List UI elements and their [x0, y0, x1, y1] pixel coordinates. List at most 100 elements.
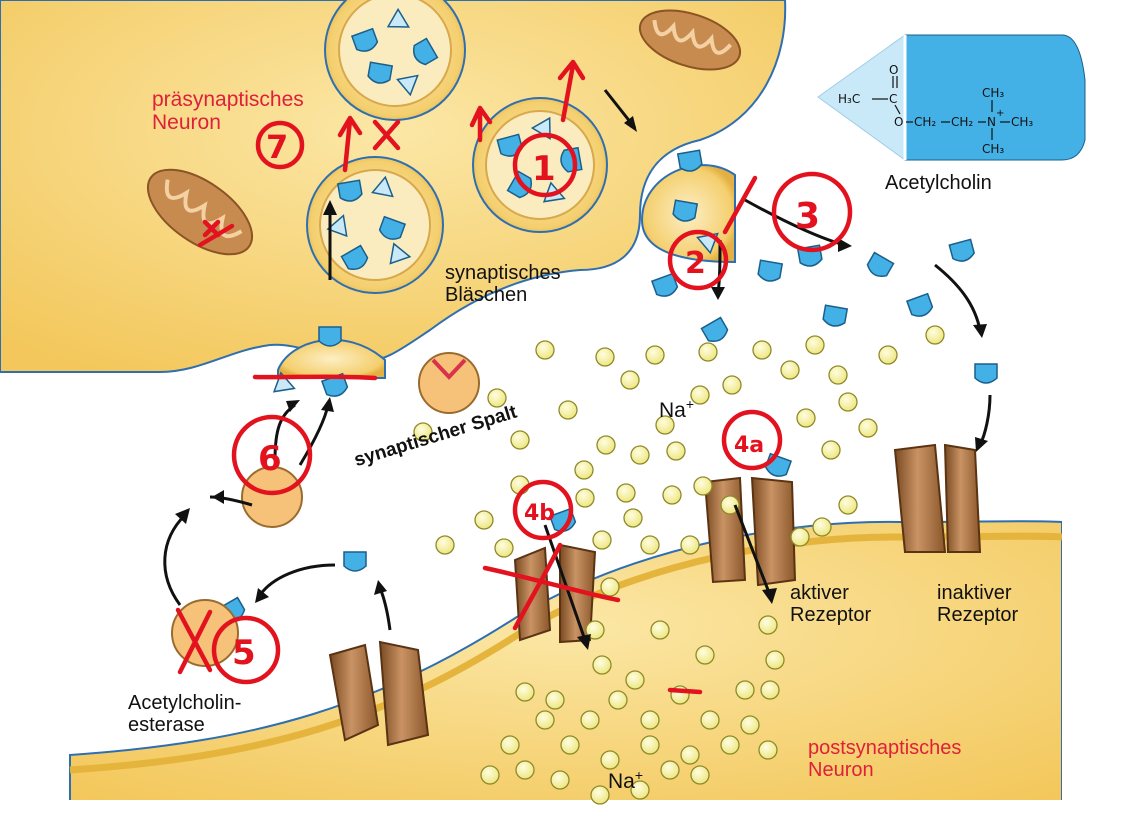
sodium-ion	[580, 710, 600, 730]
acetylcholine-label: Acetylcholin	[885, 172, 992, 194]
sodium-ion	[494, 538, 514, 558]
sodium-ion	[765, 650, 785, 670]
sodium-ion	[690, 765, 710, 785]
sodium-ion	[680, 535, 700, 555]
sodium-ion	[545, 690, 565, 710]
sodium-ion	[662, 485, 682, 505]
sodium-ion	[695, 645, 715, 665]
sodium-ion	[720, 735, 740, 755]
sodium-ion	[487, 388, 507, 408]
sodium-ion	[720, 495, 740, 515]
sodium-ion	[760, 680, 780, 700]
svg-text:CH₂: CH₂	[951, 115, 973, 129]
sodium-ion	[413, 422, 433, 442]
svg-text:C: C	[889, 92, 897, 106]
right-white-band	[1062, 520, 1125, 821]
mitochondrion-top	[638, 9, 742, 71]
acetylcholinesterase-label: Acetylcholin- esterase	[128, 692, 242, 736]
svg-text:3: 3	[795, 196, 820, 237]
svg-text:CH₃: CH₃	[982, 86, 1004, 100]
postsynaptic-neuron-body	[69, 520, 1063, 821]
sodium-ion	[650, 620, 670, 640]
svg-text:N: N	[987, 115, 996, 129]
sodium-ion	[666, 441, 686, 461]
sodium-ion	[812, 517, 832, 537]
sodium-ion	[592, 655, 612, 675]
sodium-ion	[740, 715, 760, 735]
svg-text:+: +	[996, 108, 1004, 119]
svg-text:4b: 4b	[524, 501, 555, 526]
sodium-ion	[805, 335, 825, 355]
sodium-ion	[630, 445, 650, 465]
sodium-ion	[878, 345, 898, 365]
svg-text:6: 6	[258, 439, 282, 479]
sodium-ion	[700, 710, 720, 730]
svg-text:CH₃: CH₃	[1011, 115, 1033, 129]
sodium-ion	[838, 495, 858, 515]
synaptic-vesicle-top	[324, 0, 466, 121]
red-annotations: 7 1 2 3 6 4a 4b 5	[175, 59, 853, 695]
svg-text:CH₂: CH₂	[914, 115, 936, 129]
receptor-blocked	[513, 543, 597, 644]
acetylcholine-structure-panel: H₃C C O O CH₂ CH₂ N + CH₃ CH₃ CH₃	[817, 34, 1086, 161]
sodium-ion	[600, 577, 620, 597]
sodium-ion	[500, 735, 520, 755]
sodium-ion	[550, 770, 570, 790]
sodium-label-top: Na+	[659, 396, 695, 422]
sodium-ion	[640, 535, 660, 555]
synaptic-vesicle-left	[306, 156, 444, 294]
bottom-white-band	[0, 800, 1125, 821]
sodium-ions	[413, 325, 945, 805]
sodium-ion	[630, 780, 650, 800]
sodium-ion	[660, 760, 680, 780]
svg-text:5: 5	[232, 633, 256, 673]
sodium-ion	[535, 340, 555, 360]
sodium-ion	[623, 508, 643, 528]
sodium-label-bottom: Na+	[608, 767, 644, 793]
sodium-ion	[515, 760, 535, 780]
acetylcholinesterase-enzyme	[171, 352, 480, 667]
postsynaptic-neuron-label: postsynaptisches Neuron	[808, 737, 962, 781]
sodium-ion	[735, 680, 755, 700]
sodium-ion	[790, 527, 810, 547]
sodium-ion	[690, 385, 710, 405]
sodium-ion	[821, 440, 841, 460]
sodium-ion	[693, 476, 713, 496]
sodium-ion	[625, 670, 645, 690]
sodium-ion	[596, 435, 616, 455]
sodium-ion	[435, 535, 455, 555]
sodium-ion	[640, 735, 660, 755]
sodium-ion	[608, 690, 628, 710]
sodium-ion	[575, 488, 595, 508]
sodium-ion	[758, 740, 778, 760]
svg-text:H₃C: H₃C	[838, 92, 860, 106]
svg-text:2: 2	[685, 246, 706, 281]
sodium-ion	[838, 392, 858, 412]
presynaptic-neuron-label: präsynaptisches Neuron	[152, 88, 304, 135]
sodium-ion	[925, 325, 945, 345]
synaptic-vesicle-label: synaptisches Bläschen	[445, 262, 561, 306]
receptor-left	[328, 640, 430, 747]
sodium-ion	[796, 408, 816, 428]
sodium-ion	[595, 347, 615, 367]
sodium-ion	[510, 430, 530, 450]
svg-text:O: O	[889, 63, 898, 77]
sodium-ion	[858, 418, 878, 438]
sodium-ion	[574, 460, 594, 480]
sodium-ion	[640, 710, 660, 730]
svg-text:O: O	[894, 115, 903, 129]
sodium-ion	[600, 750, 620, 770]
sodium-ion	[752, 340, 772, 360]
receptor-inactive	[893, 443, 982, 553]
sodium-ion	[474, 510, 494, 530]
active-receptor-label: aktiver Rezeptor	[790, 582, 872, 626]
sodium-ion	[680, 745, 700, 765]
sodium-ion	[558, 400, 578, 420]
sodium-ion	[698, 342, 718, 362]
sodium-ion	[616, 483, 636, 503]
svg-text:1: 1	[532, 149, 556, 189]
flow-arrows	[163, 89, 992, 650]
sodium-ion	[758, 615, 778, 635]
sodium-ion	[722, 375, 742, 395]
